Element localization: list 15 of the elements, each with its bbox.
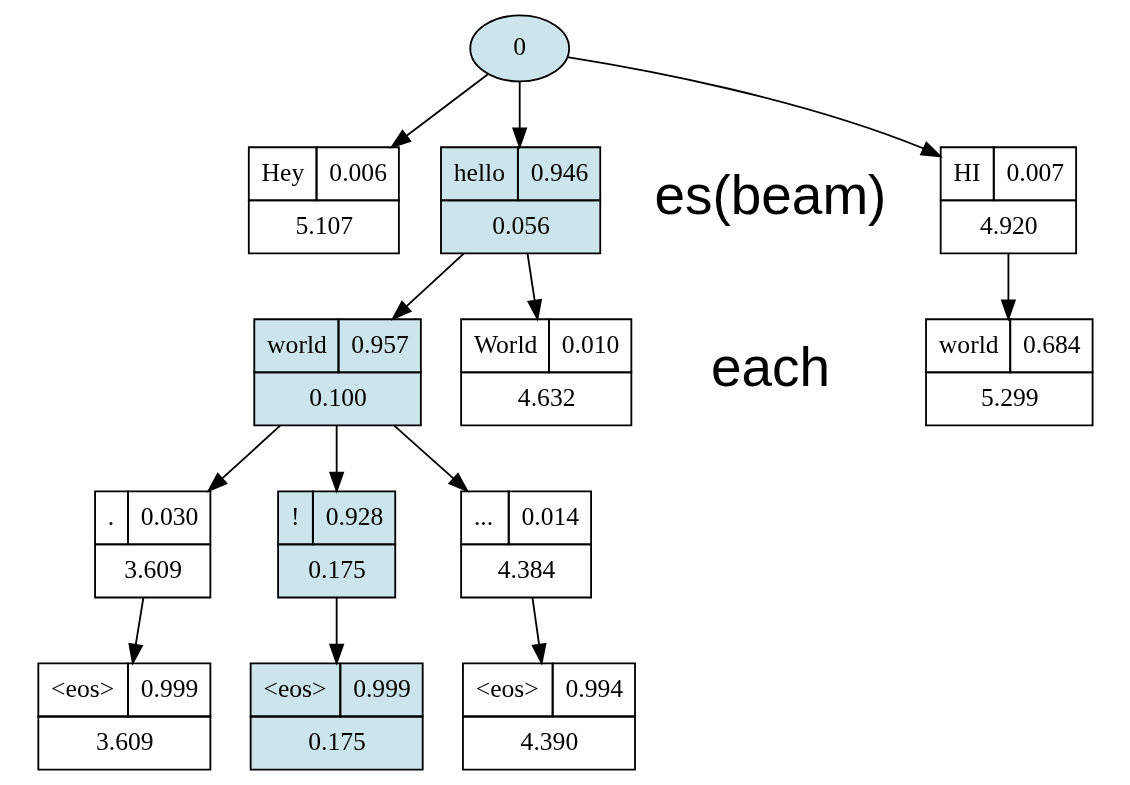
arrow (531, 596, 547, 666)
arrow (128, 596, 145, 666)
arrow (566, 56, 943, 158)
node-ellipse: 0 (469, 14, 571, 83)
label: each (710, 336, 830, 399)
arrow (328, 596, 345, 666)
arrow (512, 80, 528, 150)
arrow (389, 73, 490, 149)
arrow (328, 424, 345, 494)
arrow (390, 252, 465, 321)
arrow (393, 424, 470, 493)
arrow (206, 424, 282, 493)
label: es(beam) (654, 164, 887, 227)
arrow (526, 252, 543, 322)
arrow (1000, 252, 1017, 322)
